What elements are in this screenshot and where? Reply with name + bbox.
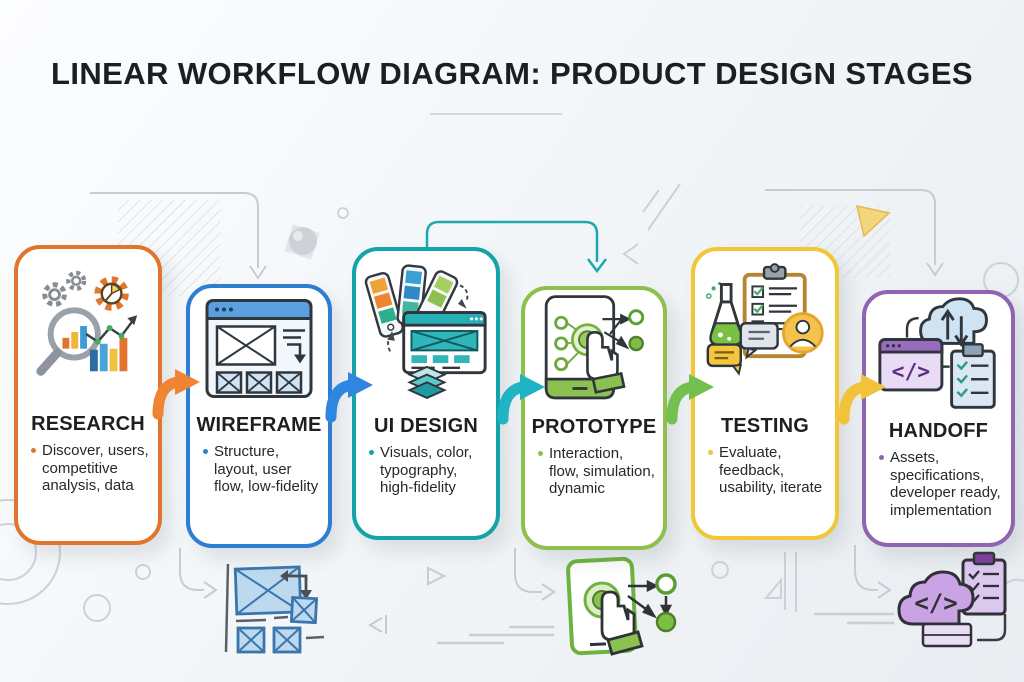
icon-area — [695, 251, 835, 411]
stage-title: TESTING — [720, 415, 810, 437]
bullet-dot — [31, 448, 36, 453]
stage-card-wireframe: WIREFRAME Structure, layout, user flow, … — [186, 284, 332, 548]
stage-bullet: Discover, users, competitive analysis, d… — [18, 442, 158, 495]
stage-card-research: RESEARCH Discover, users, competitive an… — [14, 245, 162, 545]
stage-bullet: Evaluate, feedback, usability, iterate — [695, 444, 835, 497]
arc-decoration-outer — [0, 499, 61, 605]
play-triangle-decoration — [427, 566, 447, 586]
handoff-cloud-icon: </> — [897, 551, 1007, 648]
bullet-dot — [369, 450, 374, 455]
drop-connectors — [179, 545, 892, 601]
icon-area — [190, 288, 328, 410]
handoff-icon: </> — [877, 297, 996, 409]
stage-title: UI DESIGN — [373, 415, 479, 437]
page-title: LINEAR WORKFLOW DIAGRAM: PRODUCT DESIGN … — [51, 56, 973, 91]
gray-connector-left — [90, 192, 267, 280]
bullet-dot — [203, 449, 208, 454]
gray-connector-right — [765, 189, 944, 277]
yellow-triangle-decoration — [855, 205, 891, 238]
teal-skip-connector — [425, 220, 607, 274]
svg-text:</>: </> — [891, 359, 930, 384]
bullet-dot — [879, 455, 884, 460]
wireframe-sketch-icon — [224, 563, 325, 654]
stage-title: PROTOTYPE — [531, 416, 657, 438]
stage-card-testing: TESTING Evaluate, feedback, usability, i… — [691, 247, 839, 540]
icon-area — [356, 251, 496, 411]
bullet-dot — [708, 450, 713, 455]
wireframe-icon — [205, 299, 313, 398]
icon-area — [525, 290, 663, 412]
stage-description: Structure, layout, user flow, low-fideli… — [214, 443, 319, 495]
icon-area — [18, 249, 158, 409]
arc-decoration — [0, 523, 37, 581]
title-underline — [430, 113, 562, 115]
ui-design-icon — [364, 264, 487, 399]
circle-decoration — [711, 561, 729, 579]
stage-title: RESEARCH — [31, 413, 145, 435]
prototype-icon — [544, 295, 645, 400]
research-icon — [36, 270, 138, 376]
circle-decoration — [135, 564, 151, 580]
stage-description: Assets, specifications, developer ready,… — [890, 449, 1001, 519]
stage-description: Interaction, flow, simulation, dynamic — [549, 445, 655, 497]
stage-description: Evaluate, feedback, usability, iterate — [719, 444, 823, 496]
testing-icon — [705, 263, 824, 376]
stage-bullet: Assets, specifications, developer ready,… — [866, 449, 1011, 519]
circle-decoration — [83, 594, 111, 622]
stage-bullet: Structure, layout, user flow, low-fideli… — [190, 443, 328, 496]
prototype-touch-icon — [566, 556, 677, 656]
stage-description: Visuals, color, typography, high-fidelit… — [380, 444, 473, 496]
stage-bullet: Visuals, color, typography, high-fidelit… — [356, 444, 496, 497]
lines-decoration — [622, 183, 1024, 612]
circle-decoration-small — [337, 207, 349, 219]
icon-area: </> — [866, 294, 1011, 416]
chevron-decoration — [368, 615, 387, 634]
stage-card-handoff: </> HANDOFF Assets, specifications, deve… — [862, 290, 1015, 547]
stage-title: HANDOFF — [888, 420, 989, 442]
stage-card-ui-design: UI DESIGN Visuals, color, typography, hi… — [352, 247, 500, 540]
bullet-dot — [538, 451, 543, 456]
stage-title: WIREFRAME — [196, 414, 322, 436]
speed-lines — [436, 612, 895, 645]
stage-description: Discover, users, competitive analysis, d… — [42, 442, 149, 494]
svg-text:</>: </> — [914, 589, 957, 617]
stage-card-prototype: PROTOTYPE Interaction, flow, simulation,… — [521, 286, 667, 550]
stage-bullet: Interaction, flow, simulation, dynamic — [525, 445, 663, 498]
sphere-decoration — [284, 224, 320, 260]
